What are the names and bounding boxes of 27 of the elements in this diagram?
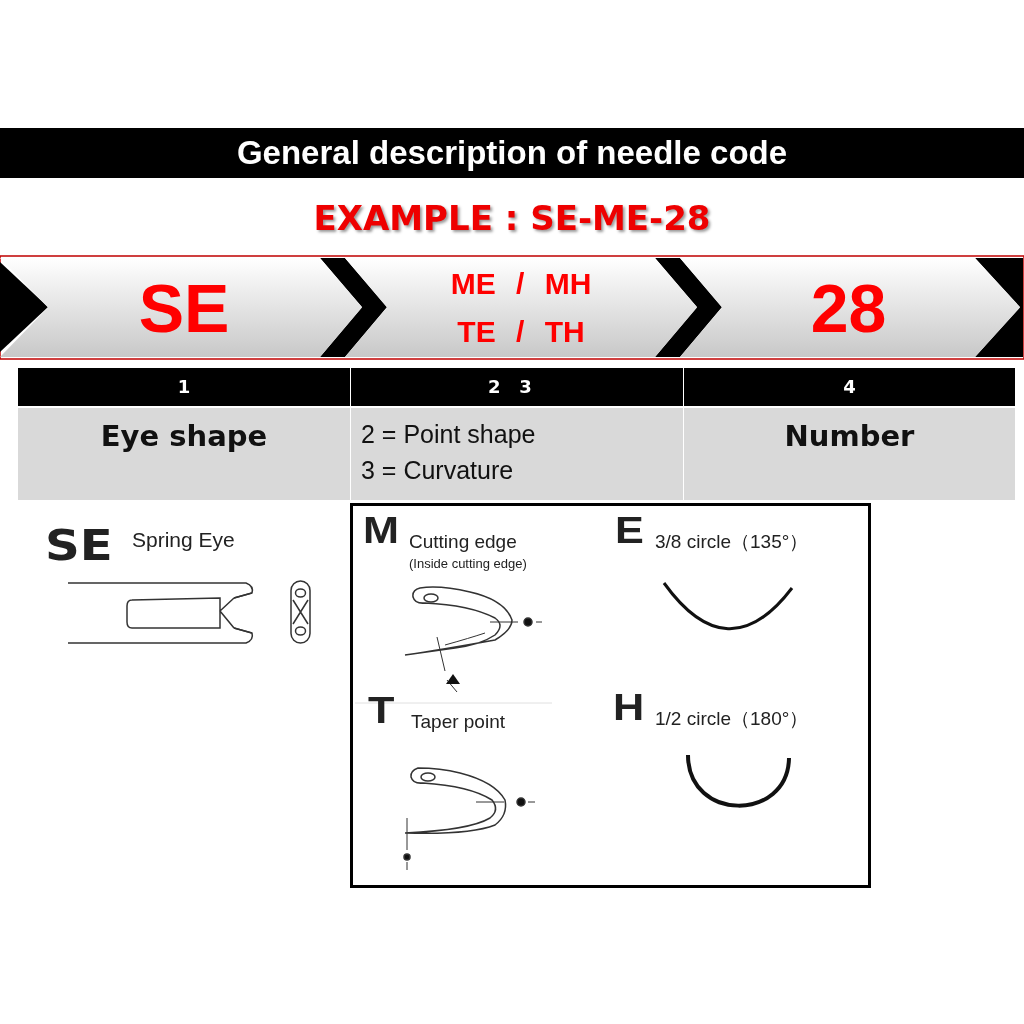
table-cell: Number (684, 408, 1015, 500)
chevron-banner (345, 258, 697, 357)
illustration-panel (350, 503, 871, 888)
code-text: 28 (810, 268, 887, 348)
code-letter: SE (45, 521, 113, 570)
code-letter: H (613, 687, 645, 729)
point-type-note: (Inside cutting edge) (409, 557, 527, 573)
code-letter: E (615, 510, 644, 552)
curvature-label: 3/8 circle（135°） (655, 530, 809, 553)
chevron-banner (680, 258, 1020, 357)
curvature-label: 1/2 circle（180°） (655, 707, 809, 730)
table-cell: 2 = Point shape 3 = Curvature (351, 408, 683, 500)
chevron-banner (0, 258, 362, 357)
code-letter: M (363, 510, 399, 552)
table-cell: Eye shape (18, 408, 350, 500)
point-type-label: Cutting edge (409, 530, 517, 553)
code-text: SE (138, 268, 230, 348)
column-number: 4 (684, 368, 1015, 406)
title-bar: General description of needle code (0, 128, 1024, 178)
example-heading: EXAMPLE : SE-ME-28 (312, 197, 712, 240)
column-number: 1 (18, 368, 350, 406)
code-text: ME / MH (450, 265, 592, 302)
code-letter: T (368, 690, 395, 732)
column-number: 2 3 (351, 368, 683, 406)
code-text: TE / TH (457, 313, 585, 350)
eye-type-label: Spring Eye (132, 528, 235, 552)
point-type-label: Taper point (411, 710, 505, 733)
